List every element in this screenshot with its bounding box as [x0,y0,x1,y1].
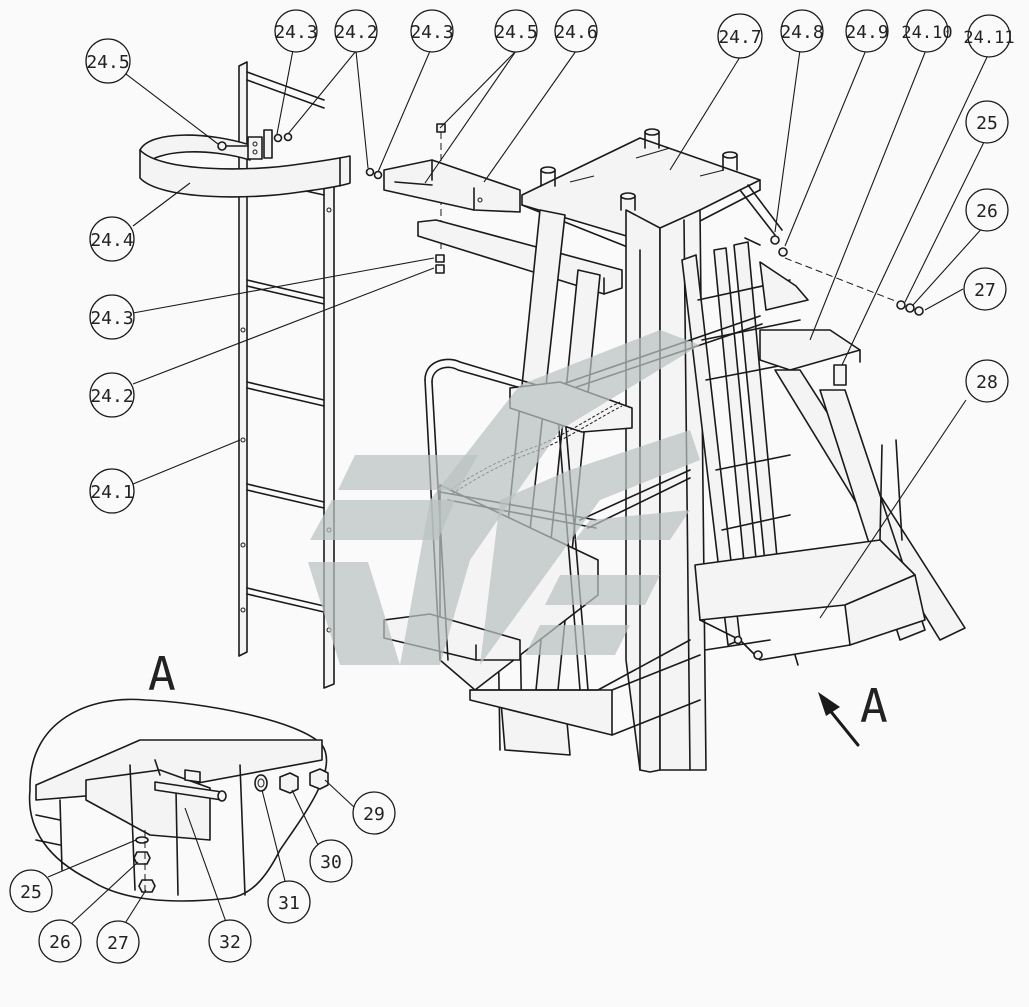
svg-text:24.3: 24.3 [90,308,133,329]
bracket-24-6 [383,159,521,213]
svg-text:24.10: 24.10 [901,23,952,43]
svg-text:24.5: 24.5 [494,22,537,43]
detail-view-a: A [28,647,329,902]
callout-24-1: 24.1 [89,468,135,514]
callout-24-3-c: 24.3 [89,294,135,340]
callout-24-8: 24.8 [780,9,824,53]
svg-text:24.3: 24.3 [410,22,453,43]
svg-text:27: 27 [107,933,129,954]
angle-bracket [417,219,623,295]
callout-24-5-a: 24.5 [85,38,131,84]
callout-27-b: 27 [96,920,140,964]
callout-31: 31 [267,880,311,924]
svg-text:28: 28 [976,372,998,393]
callout-24-3-a: 24.3 [274,9,318,53]
callout-29: 29 [352,791,396,835]
svg-text:24.2: 24.2 [90,386,133,407]
callout-28: 28 [965,359,1009,403]
callout-24-2-a: 24.2 [334,9,378,53]
svg-text:24.9: 24.9 [845,22,888,43]
svg-text:32: 32 [219,932,241,953]
svg-text:24.7: 24.7 [718,27,761,48]
svg-text:24.1: 24.1 [90,482,133,503]
svg-text:24.8: 24.8 [780,22,823,43]
callout-24-2-b: 24.2 [89,372,135,418]
svg-text:27: 27 [974,280,996,301]
leader-lines [47,49,989,926]
detail-label: A [148,647,176,701]
callout-24-7: 24.7 [717,13,763,59]
svg-text:29: 29 [363,804,385,825]
svg-text:25: 25 [20,882,42,903]
svg-text:24.11: 24.11 [963,28,1014,48]
callout-24-5-b: 24.5 [494,9,538,53]
view-arrow: A [818,679,888,747]
callout-25-b: 25 [9,869,53,913]
svg-text:30: 30 [320,852,342,873]
svg-text:26: 26 [49,932,71,953]
svg-text:31: 31 [278,893,300,914]
callout-24-6: 24.6 [554,9,598,53]
svg-text:24.3: 24.3 [274,22,317,43]
fasteners-right [784,257,924,316]
callout-27-a: 27 [963,267,1007,311]
svg-text:25: 25 [976,113,998,134]
safety-hoop [139,129,351,198]
callouts: 24.5 24.3 24.2 24.3 24.5 24.6 24.7 24.8 … [9,9,1015,964]
callout-24-4: 24.4 [89,216,135,262]
svg-text:26: 26 [976,201,998,222]
callout-24-3-b: 24.3 [410,9,454,53]
svg-text:24.4: 24.4 [90,230,133,251]
callout-24-11: 24.11 [963,14,1015,58]
callout-32: 32 [208,919,252,963]
svg-text:24.6: 24.6 [554,22,597,43]
callout-25-a: 25 [965,100,1009,144]
callout-26-b: 26 [38,919,82,963]
svg-text:24.5: 24.5 [86,52,129,73]
callout-24-10: 24.10 [901,9,953,53]
watermark-logo [308,330,700,665]
callout-24-9: 24.9 [845,9,889,53]
svg-text:24.2: 24.2 [334,22,377,43]
callout-26-a: 26 [965,188,1009,232]
callout-30: 30 [309,839,353,883]
view-arrow-label: A [860,679,888,733]
